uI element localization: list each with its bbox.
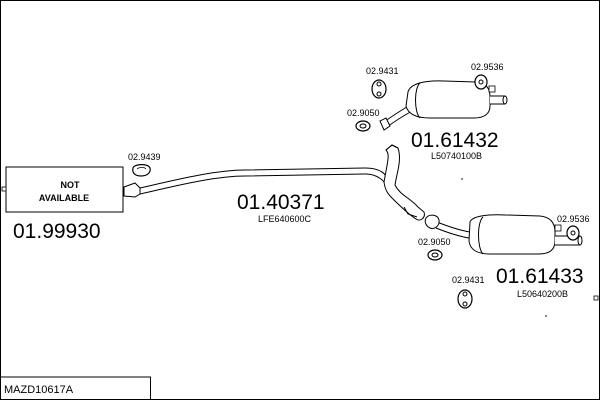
lower-silencer[interactable]: 01.61433 L50640200B — [424, 214, 584, 299]
left-connector — [1, 186, 7, 192]
hanger-9536-lower[interactable]: 02.9536 — [557, 214, 590, 241]
y-pipe-split — [383, 144, 425, 221]
hanger-9431-upper-hole-a — [376, 81, 382, 87]
lower-silencer-tailpipe-tip — [577, 235, 583, 246]
model-code: MAZD10617A — [4, 384, 74, 396]
middle-pipe-front-flange — [123, 182, 141, 198]
dot-marker — [461, 178, 463, 180]
not-available-box — [5, 166, 124, 213]
clamp-9439-label: 02.9439 — [128, 152, 161, 162]
upper-silencer[interactable]: 01.61432 L50740100B — [379, 80, 508, 161]
lower-silencer-number: 01.61433 — [496, 265, 584, 288]
middle-pipe-oem: LFE640600C — [258, 214, 312, 224]
hanger-9536-lower-label: 02.9536 — [557, 214, 590, 224]
middle-pipe-number: 01.40371 — [237, 191, 325, 214]
hanger-9536-upper-icon — [474, 74, 488, 90]
hanger-9431-upper-icon — [371, 79, 387, 99]
not-available-label-line2: AVAILABLE — [39, 193, 89, 203]
lower-silencer-body — [468, 214, 556, 255]
clamp-9439[interactable]: 02.9439 — [128, 152, 161, 177]
hanger-9536-lower-icon — [566, 225, 580, 241]
hanger-9431-upper-hole-b — [376, 91, 382, 97]
upper-silencer-oem: L50740100B — [431, 151, 482, 161]
lower-silencer-end-cap — [478, 216, 484, 255]
hanger-9536-upper[interactable]: 02.9536 — [471, 62, 504, 90]
hanger-9536-upper-label: 02.9536 — [471, 62, 504, 72]
hanger-9050-lower[interactable]: 02.9050 — [418, 237, 451, 261]
middle-pipe-outer-line — [139, 167, 387, 189]
lower-silencer-bracket — [554, 224, 562, 232]
not-available-part-number: 01.99930 — [13, 220, 101, 243]
right-connector — [593, 295, 599, 301]
upper-silencer-body — [405, 80, 491, 119]
middle-pipe[interactable]: 01.40371 LFE640600C — [123, 144, 425, 224]
not-available-part[interactable]: NOT AVAILABLE 01.99930 — [1, 166, 124, 243]
hanger-9050-upper-hole — [359, 123, 367, 129]
model-code-box: MAZD10617A — [0, 376, 151, 400]
hanger-9050-upper-label: 02.9050 — [347, 108, 380, 118]
dot-marker — [545, 315, 547, 317]
lower-silencer-inlet-flange — [424, 214, 440, 229]
hanger-9050-lower-hole — [431, 252, 439, 258]
hanger-9431-lower-hole-a — [462, 291, 468, 297]
upper-silencer-bracket — [488, 85, 496, 93]
upper-silencer-inlet-inner — [386, 110, 413, 128]
upper-silencer-inlet-flange — [379, 117, 391, 131]
hanger-9431-lower-hole-b — [462, 301, 468, 307]
hanger-9431-lower-icon — [457, 289, 473, 309]
lower-silencer-inlet-outer — [436, 221, 471, 233]
lower-silencer-oem: L50640200B — [517, 289, 568, 299]
middle-pipe-inner-line — [139, 173, 385, 195]
hanger-9050-upper-icon — [355, 120, 371, 132]
upper-silencer-end-cap — [415, 82, 421, 119]
hanger-9431-lower-label: 02.9431 — [452, 275, 485, 285]
clamp-9439-icon — [132, 164, 151, 177]
upper-silencer-tailpipe-tip — [502, 95, 508, 105]
y-pipe-upper-flange — [385, 144, 399, 151]
lower-silencer-inlet-inner — [435, 227, 470, 239]
upper-silencer-number: 01.61432 — [411, 129, 499, 152]
hanger-9050-upper[interactable]: 02.9050 — [347, 108, 380, 132]
hanger-9050-lower-label: 02.9050 — [418, 237, 451, 247]
hanger-9431-upper[interactable]: 02.9431 — [366, 66, 399, 99]
y-pipe-lower-joint — [403, 206, 418, 218]
clamp-9439-detail — [136, 167, 147, 170]
not-available-label-line1: NOT — [61, 180, 81, 190]
hanger-9536-lower-hole — [570, 230, 576, 236]
hanger-9431-upper-label: 02.9431 — [366, 66, 399, 76]
hanger-9536-upper-hole — [478, 79, 484, 85]
hanger-9050-lower-icon — [427, 249, 443, 261]
hanger-9431-lower[interactable]: 02.9431 — [452, 275, 485, 309]
